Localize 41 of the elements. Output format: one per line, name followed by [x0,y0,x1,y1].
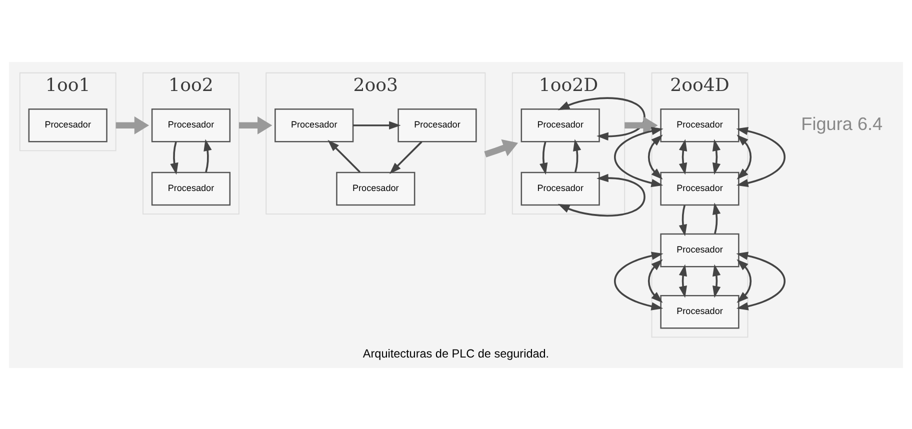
arrow [648,258,663,302]
node-box: Procesador [274,108,354,142]
arrow [389,140,422,174]
arrow [712,138,721,174]
arrow [712,264,721,298]
node-box: Procesador [660,108,740,142]
node-box: Procesador [660,171,740,206]
node-box: Procesador [336,171,416,206]
caption: Arquitecturas de PLC de seguridad. [362,347,550,360]
arrow [328,139,361,172]
node-box: Procesador [151,171,231,206]
node-box: Procesador [660,294,740,328]
node-box: Procesador [28,108,108,142]
arrow [678,138,688,174]
arrow [558,173,646,216]
arrow [573,138,582,172]
arrow [624,116,658,134]
label: Figura 6.4 [801,113,883,134]
arrow [614,251,664,310]
arrow [648,134,663,179]
arrow [484,138,518,157]
node-box: Procesador [398,108,477,142]
arrow [170,141,178,174]
arrow [614,126,664,187]
arrow [736,258,752,302]
arrow [678,204,687,236]
arrow [540,141,548,174]
node-box: Procesador [520,108,600,142]
arrow [712,202,721,234]
arrow [238,116,272,134]
arrow [678,264,688,298]
arrow [558,96,646,140]
arrow [736,134,752,179]
node-box: Procesador [151,108,231,142]
arrow [736,126,786,187]
arrow [204,138,212,172]
arrow [116,116,150,134]
arrow [736,251,786,310]
node-box: Procesador [520,171,600,206]
node-box: Procesador [660,232,740,267]
arrow [353,120,401,129]
